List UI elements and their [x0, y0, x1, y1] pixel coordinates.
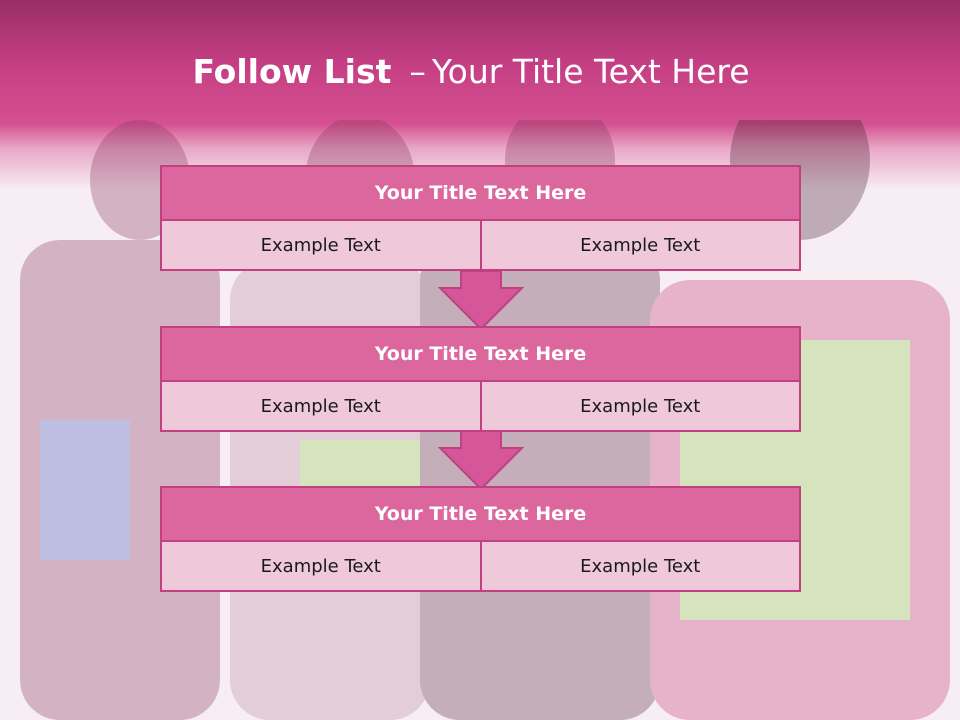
block-cell-left: Example Text [160, 221, 482, 271]
down-arrow-icon [438, 271, 524, 331]
slide-title: Follow List–Your Title Text Here [0, 52, 942, 91]
block-title: Your Title Text Here [160, 326, 801, 382]
flow-block-1: Your Title Text Here Example Text Exampl… [160, 165, 801, 271]
title-dash: – [409, 52, 426, 91]
slide-header: Follow List–Your Title Text Here [0, 0, 960, 190]
block-cell-right: Example Text [481, 382, 801, 432]
block-cell-right: Example Text [481, 221, 801, 271]
block-title: Your Title Text Here [160, 486, 801, 542]
title-bold: Follow List [192, 52, 392, 91]
block-cell-left: Example Text [160, 542, 482, 592]
block-title: Your Title Text Here [160, 165, 801, 221]
title-rest: Your Title Text Here [431, 52, 750, 91]
down-arrow-icon [438, 431, 524, 491]
block-cell-left: Example Text [160, 382, 482, 432]
block-cell-right: Example Text [481, 542, 801, 592]
flow-block-2: Your Title Text Here Example Text Exampl… [160, 326, 801, 432]
flow-block-3: Your Title Text Here Example Text Exampl… [160, 486, 801, 592]
